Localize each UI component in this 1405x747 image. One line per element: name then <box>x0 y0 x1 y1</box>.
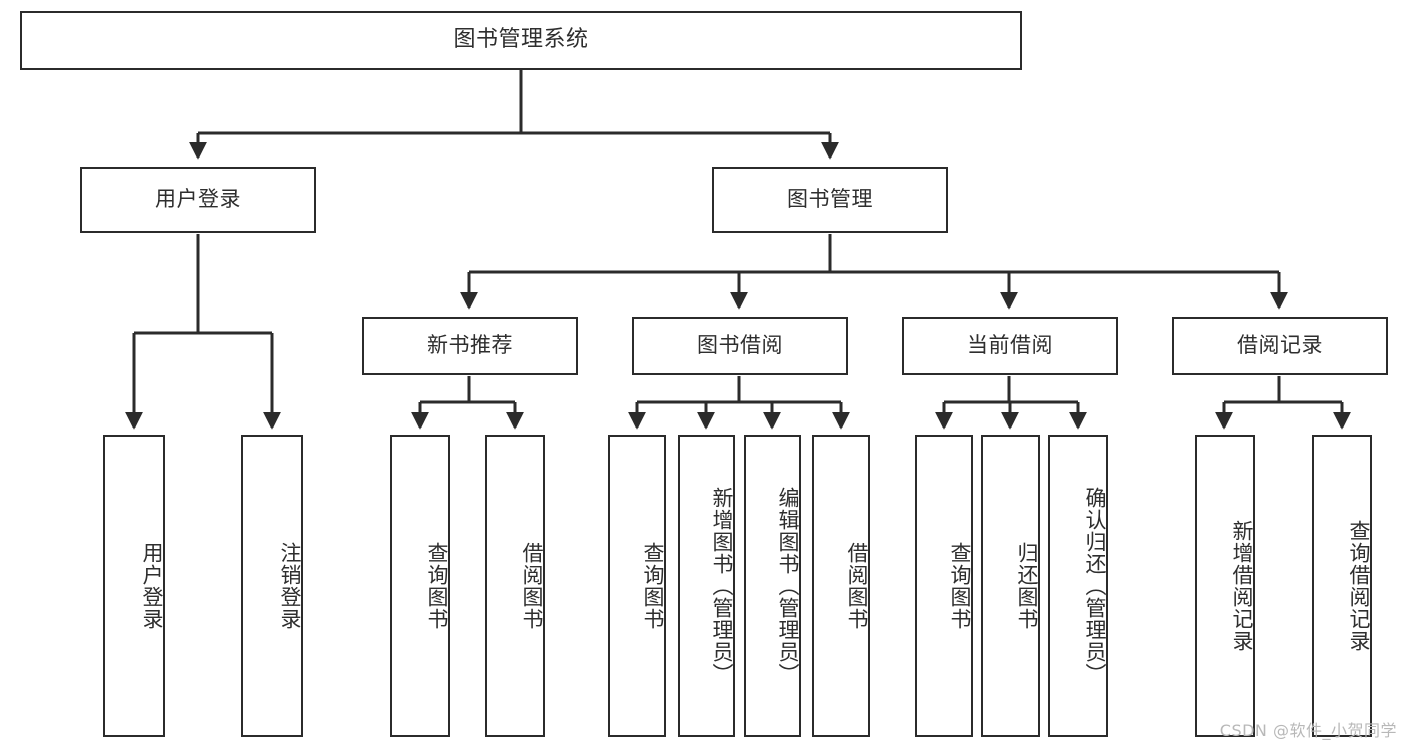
leaf-recommend-query-book[interactable]: 查询图书 <box>390 435 450 737</box>
leaf-record-add-record[interactable]: 新增借阅记录 <box>1195 435 1255 737</box>
node-label: 用户登录 <box>155 187 241 212</box>
node-user-login[interactable]: 用户登录 <box>80 167 316 233</box>
node-label: 用户登录 <box>140 542 164 630</box>
node-book-management[interactable]: 图书管理 <box>712 167 948 233</box>
node-label: 查询借阅记录 <box>1347 520 1371 652</box>
node-label: 借阅记录 <box>1237 333 1323 358</box>
node-label: 新增借阅记录 <box>1230 520 1254 652</box>
node-label: 图书借阅 <box>697 333 783 358</box>
node-borrow-record[interactable]: 借阅记录 <box>1172 317 1388 375</box>
leaf-current-return-book[interactable]: 归还图书 <box>981 435 1040 737</box>
leaf-user-logout[interactable]: 注销登录 <box>241 435 303 737</box>
node-label: 编辑图书（管理员） <box>776 487 800 685</box>
leaf-record-query-record[interactable]: 查询借阅记录 <box>1312 435 1372 737</box>
leaf-current-confirm-return-admin[interactable]: 确认归还（管理员） <box>1048 435 1108 737</box>
node-label: 新增图书（管理员） <box>710 487 734 685</box>
node-label: 查询图书 <box>641 542 665 630</box>
leaf-current-query-book[interactable]: 查询图书 <box>915 435 973 737</box>
leaf-borrow-edit-book-admin[interactable]: 编辑图书（管理员） <box>744 435 801 737</box>
leaf-borrow-add-book-admin[interactable]: 新增图书（管理员） <box>678 435 735 737</box>
node-label: 当前借阅 <box>967 333 1053 358</box>
leaf-recommend-borrow-book[interactable]: 借阅图书 <box>485 435 545 737</box>
node-label: 借阅图书 <box>520 542 544 630</box>
node-label: 确认归还（管理员） <box>1083 487 1107 685</box>
node-label: 归还图书 <box>1015 542 1039 630</box>
node-label: 查询图书 <box>425 542 449 630</box>
node-root-system[interactable]: 图书管理系统 <box>20 11 1022 70</box>
node-current-borrow[interactable]: 当前借阅 <box>902 317 1118 375</box>
node-label: 注销登录 <box>278 542 302 630</box>
leaf-borrow-query-book[interactable]: 查询图书 <box>608 435 666 737</box>
node-new-book-recommend[interactable]: 新书推荐 <box>362 317 578 375</box>
leaf-borrow-borrow-book[interactable]: 借阅图书 <box>812 435 870 737</box>
node-book-borrow[interactable]: 图书借阅 <box>632 317 848 375</box>
leaf-user-login[interactable]: 用户登录 <box>103 435 165 737</box>
node-label: 新书推荐 <box>427 333 513 358</box>
node-label: 图书管理 <box>787 187 873 212</box>
node-label: 借阅图书 <box>845 542 869 630</box>
node-label: 图书管理系统 <box>453 27 589 53</box>
node-label: 查询图书 <box>948 542 972 630</box>
